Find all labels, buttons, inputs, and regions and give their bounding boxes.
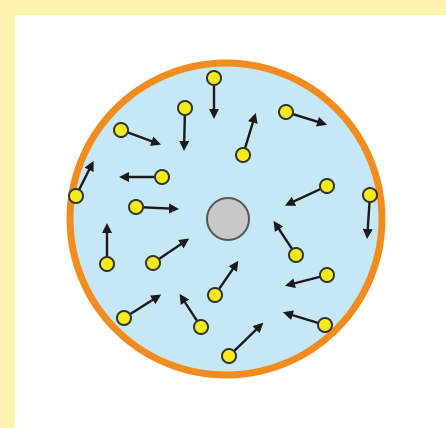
particle-dot bbox=[114, 123, 128, 137]
motion-arrow bbox=[143, 207, 176, 209]
particle-dot bbox=[155, 170, 169, 184]
particle-dot bbox=[222, 349, 236, 363]
particle-dot bbox=[194, 320, 208, 334]
particle-dot bbox=[208, 288, 222, 302]
particle-dot bbox=[289, 248, 303, 262]
particle-dot bbox=[69, 189, 83, 203]
particle-dot bbox=[320, 268, 334, 282]
particle-dot bbox=[236, 148, 250, 162]
particle-dot bbox=[279, 105, 293, 119]
particle-dot bbox=[320, 179, 334, 193]
particle-dot bbox=[146, 256, 160, 270]
particle-dot bbox=[207, 71, 221, 85]
particle-dot bbox=[117, 311, 131, 325]
central-body bbox=[207, 198, 249, 240]
particle-dot bbox=[363, 188, 377, 202]
motion-arrow bbox=[184, 115, 185, 148]
particle-dot bbox=[318, 318, 332, 332]
particle-dot bbox=[129, 200, 143, 214]
particle-dot bbox=[100, 257, 114, 271]
particle-dot bbox=[178, 101, 192, 115]
